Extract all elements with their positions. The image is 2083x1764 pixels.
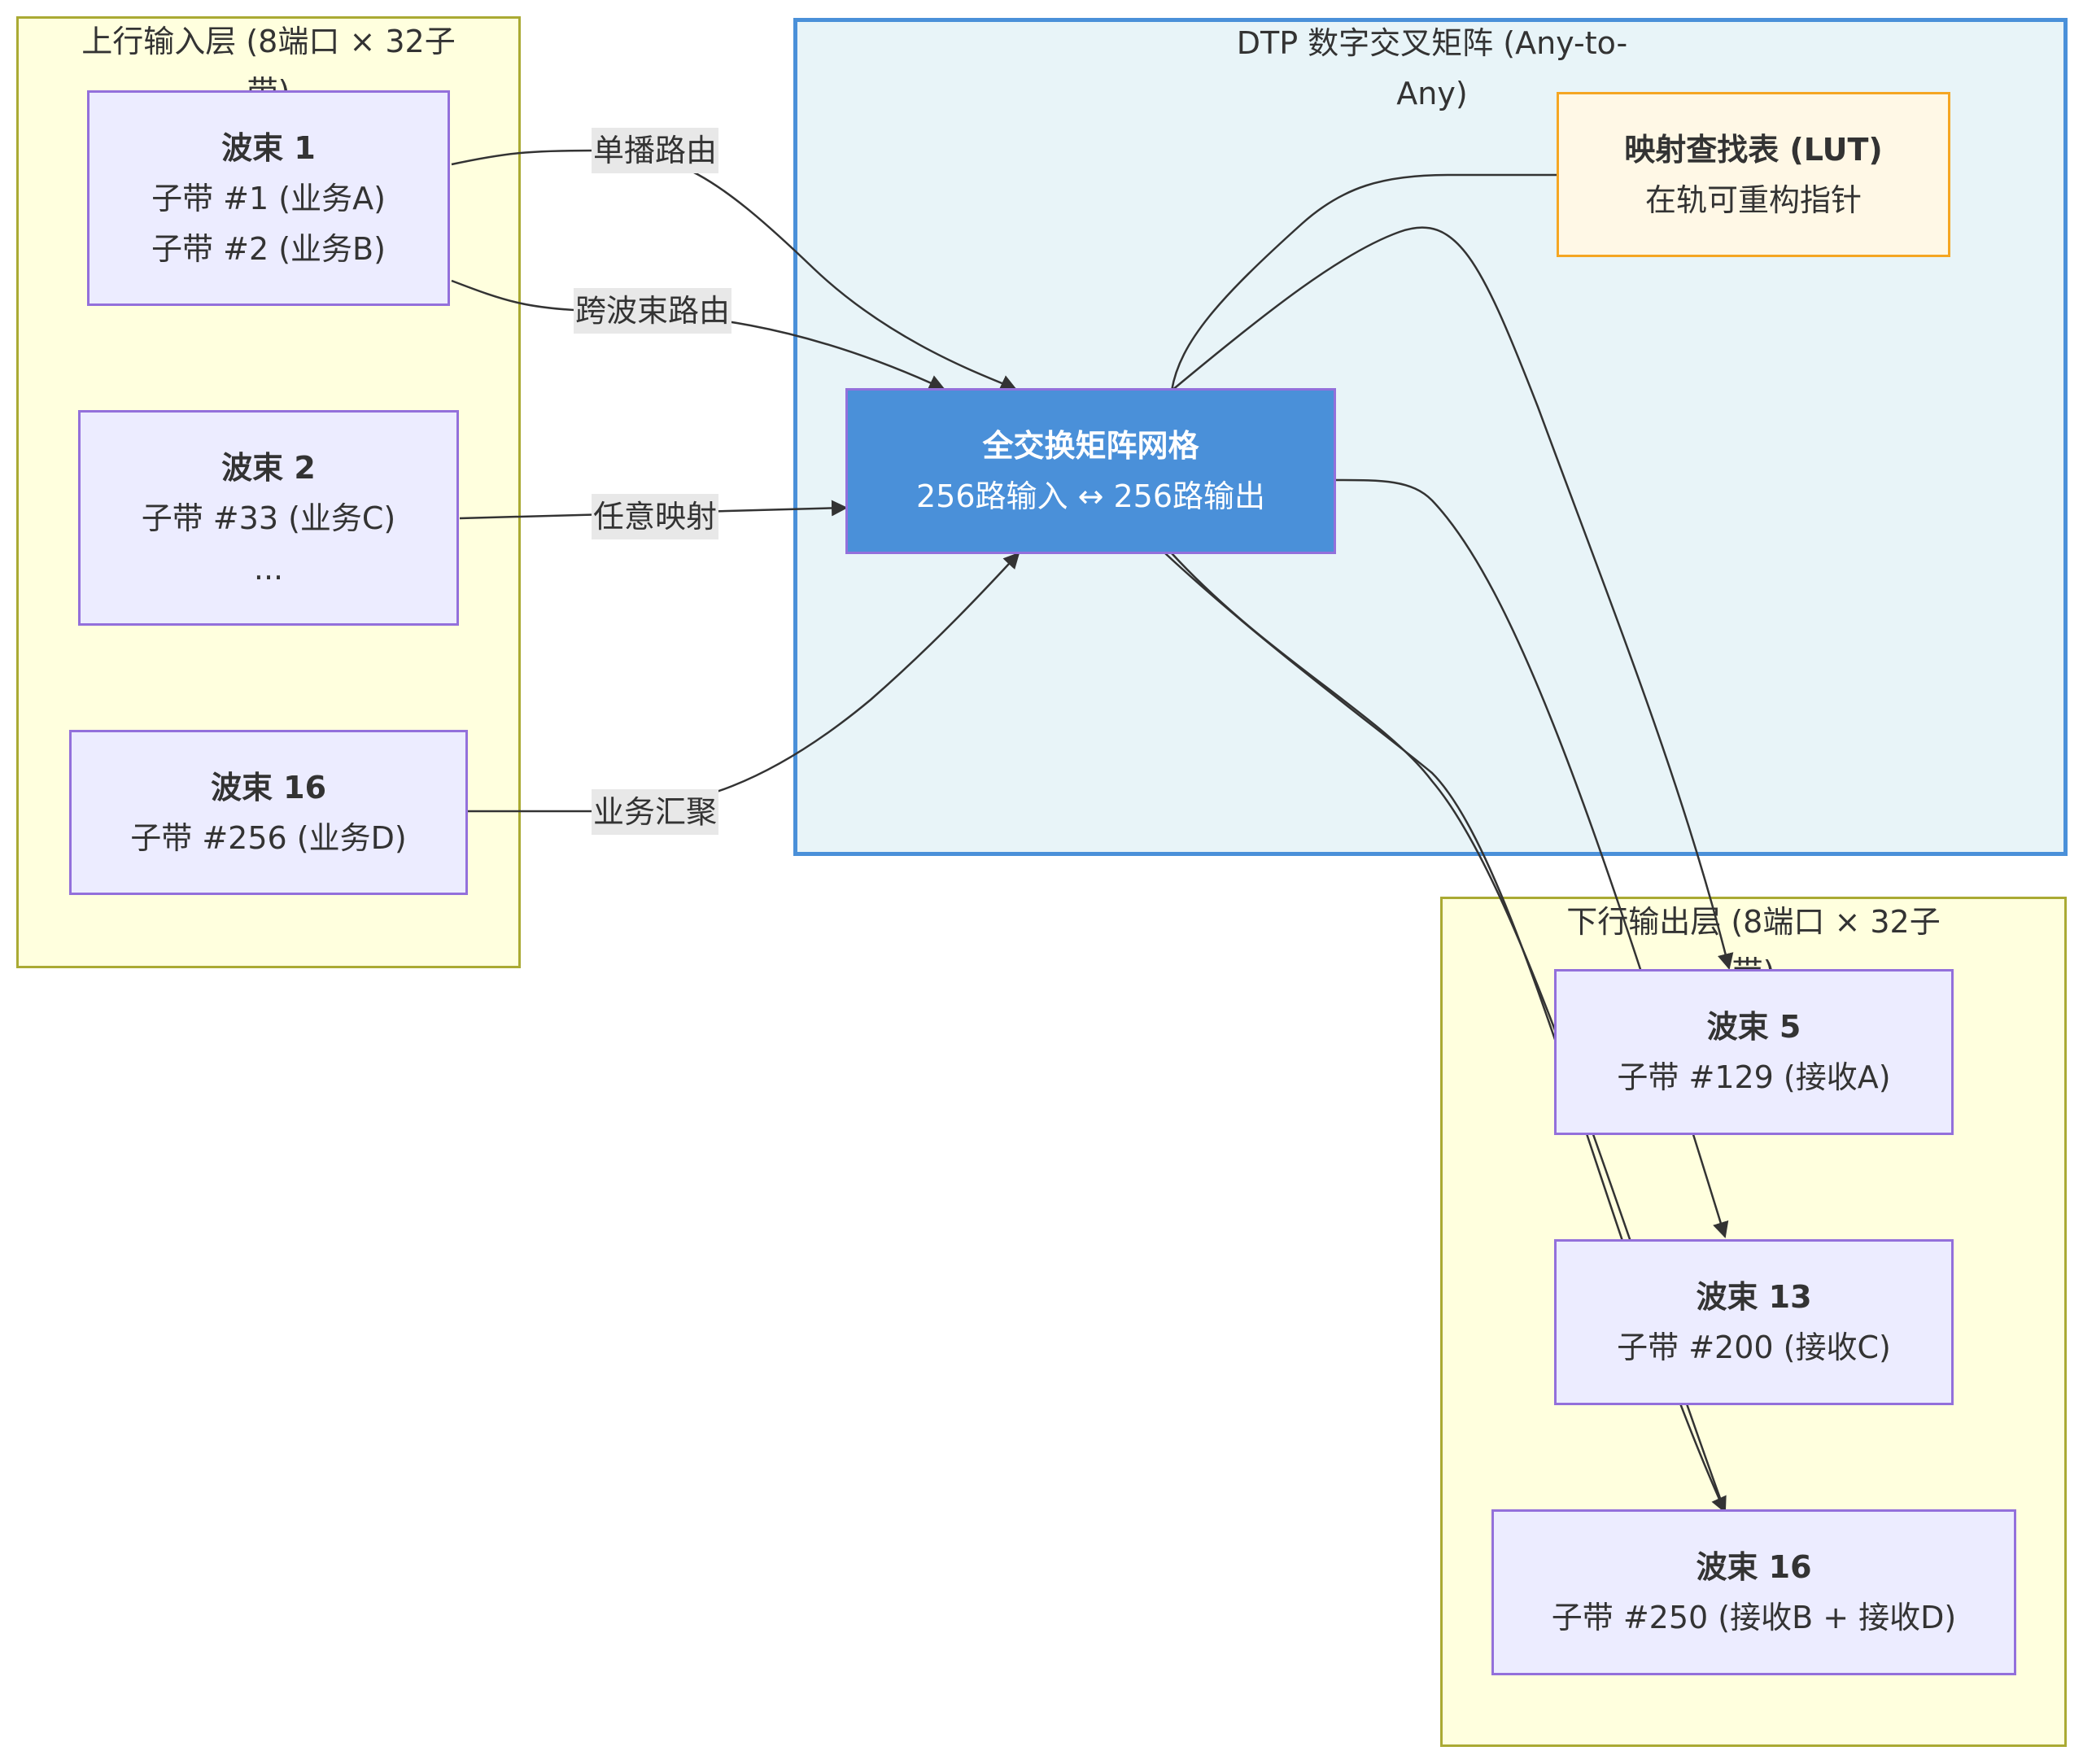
downlink-beam-13-node[interactable]: 波束 13 子带 #200 (接收C) xyxy=(1554,1239,1954,1405)
uplink-beam-16-node[interactable]: 波束 16 子带 #256 (业务D) xyxy=(69,730,468,895)
edge-unicast xyxy=(451,149,1017,391)
lut-title: 映射查找表 (LUT) xyxy=(1624,131,1883,168)
lut-description: 在轨可重构指针 xyxy=(1644,181,1862,218)
downlink-beam-5-node[interactable]: 波束 5 子带 #129 (接收A) xyxy=(1554,969,1954,1135)
edge-aggregate xyxy=(468,552,1020,813)
uplink-beam-2-subband-33: 子带 #33 (业务C) xyxy=(141,500,396,536)
downlink-beam-13-subband-200: 子带 #200 (接收C) xyxy=(1617,1330,1891,1365)
downlink-beam-16-subband-250: 子带 #250 (接收B + 接收D) xyxy=(1551,1600,1957,1635)
uplink-beam-1-subband-1: 子带 #1 (业务A) xyxy=(151,180,386,216)
downlink-beam-16-node[interactable]: 波束 16 子带 #250 (接收B + 接收D) xyxy=(1491,1509,2016,1675)
downlink-beam-5-title: 波束 5 xyxy=(1706,1009,1801,1045)
edge-lut-to-fabric xyxy=(1170,173,1558,391)
switch-fabric-title: 全交换矩阵网格 xyxy=(982,428,1199,464)
uplink-beam-1-subband-2: 子带 #2 (业务B) xyxy=(151,230,386,267)
edge-label-unicast: 单播路由 xyxy=(592,128,719,173)
dtp-matrix-title: DTP 数字交叉矩阵 (Any-to-Any) xyxy=(1236,25,1628,111)
uplink-beam-1-node[interactable]: 波束 1 子带 #1 (业务A) 子带 #2 (业务B) xyxy=(87,90,450,306)
downlink-beam-5-subband-129: 子带 #129 (接收A) xyxy=(1617,1059,1891,1095)
uplink-beam-2-node[interactable]: 波束 2 子带 #33 (业务C) ... xyxy=(78,410,459,626)
uplink-beam-2-title: 波束 2 xyxy=(221,449,316,486)
switch-fabric-ports: 256路输入 ↔ 256路输出 xyxy=(915,478,1266,514)
switch-fabric-node[interactable]: 全交换矩阵网格 256路输入 ↔ 256路输出 xyxy=(845,388,1336,554)
uplink-beam-1-title: 波束 1 xyxy=(221,129,316,166)
downlink-beam-13-title: 波束 13 xyxy=(1696,1279,1812,1315)
lut-node[interactable]: 映射查找表 (LUT) 在轨可重构指针 xyxy=(1557,92,1950,257)
uplink-beam-16-title: 波束 16 xyxy=(210,769,327,806)
edge-label-any-map: 任意映射 xyxy=(592,494,719,539)
uplink-beam-2-ellipsis: ... xyxy=(253,550,284,587)
downlink-beam-16-title: 波束 16 xyxy=(1696,1549,1812,1585)
uplink-beam-16-subband-256: 子带 #256 (业务D) xyxy=(130,819,407,856)
edge-lut-to-beam5 xyxy=(1171,226,1734,970)
edge-label-cross-beam: 跨波束路由 xyxy=(574,288,732,334)
edge-label-aggregate: 业务汇聚 xyxy=(592,789,719,835)
